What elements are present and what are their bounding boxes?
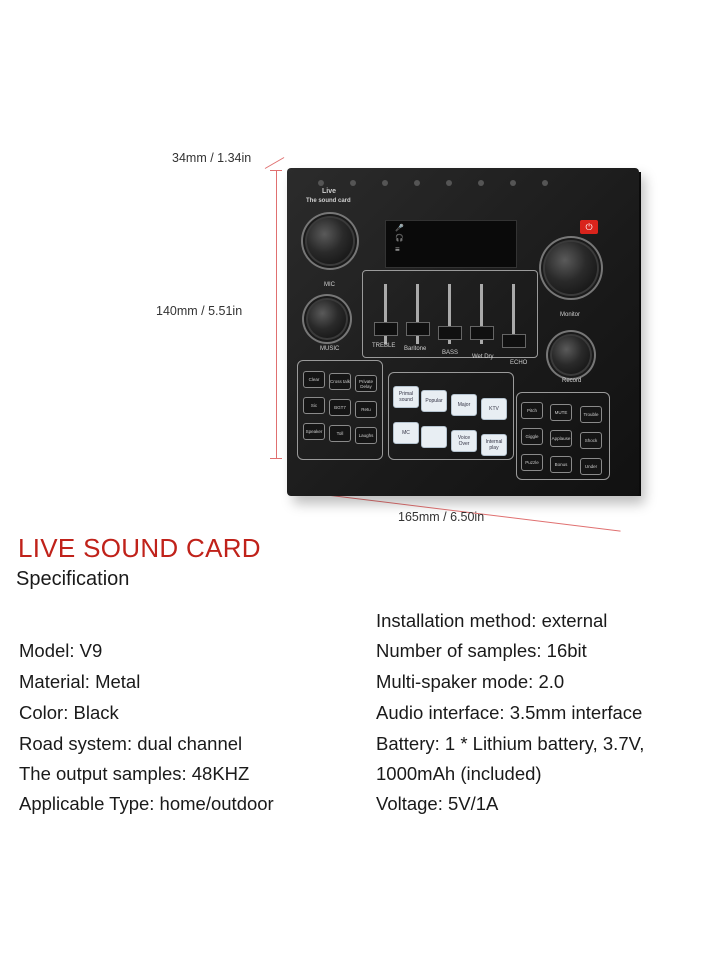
effect-key[interactable]: Cross talk [329, 373, 351, 390]
sound-key[interactable]: MUTE [550, 404, 572, 421]
brand-line2: The sound card [306, 198, 351, 204]
mode-key[interactable]: MC [393, 422, 419, 444]
sound-key[interactable]: Pitch [521, 402, 543, 419]
spec-right-item: Audio interface: 3.5mm interface [376, 702, 643, 723]
sound-key[interactable]: Giggle [521, 428, 543, 445]
left-key-panel [297, 360, 383, 460]
sound-key[interactable]: Trouble [580, 406, 602, 423]
mode-key[interactable]: Popular [421, 390, 447, 412]
slider-track [416, 284, 419, 344]
effect-key[interactable]: Private Delay [355, 375, 377, 392]
slider-label: BASS [442, 350, 459, 356]
music-knob[interactable] [308, 300, 346, 338]
height-tick-top [270, 170, 282, 171]
bass-slider[interactable] [438, 326, 462, 340]
effect-key[interactable]: Laughs [355, 427, 377, 444]
effect-key[interactable]: Retu [355, 401, 377, 418]
spec-right-item: Number of samples: 16bit [376, 640, 587, 661]
port [414, 180, 420, 186]
port [350, 180, 356, 186]
slider-label: TREBLE [372, 343, 396, 349]
music-label: MUSIC [320, 346, 340, 352]
center-key-panel [388, 372, 514, 460]
record-label: Record [562, 378, 582, 384]
right-key-panel [516, 392, 610, 480]
display-screen [385, 220, 517, 268]
spec-left-item: Material: Metal [19, 671, 141, 692]
spec-right-item: Multi-spaker mode: 2.0 [376, 671, 565, 692]
menu-icon: ≡ [395, 245, 400, 254]
height-line [276, 170, 277, 458]
mode-key[interactable]: Voice Over [451, 430, 477, 452]
spec-right-item: Installation method: external [376, 610, 608, 631]
port [510, 180, 516, 186]
slider-label: Wet Dry [472, 354, 494, 360]
mic-knob[interactable] [307, 218, 353, 264]
mode-key[interactable]: KTV [481, 398, 507, 420]
effect-key[interactable]: Toll [329, 425, 351, 442]
headphone-icon: 🎧 [395, 235, 404, 242]
sound-key[interactable]: Under [580, 458, 602, 475]
depth-line [264, 157, 285, 169]
slider-label: Baritone [404, 346, 427, 352]
port [446, 180, 452, 186]
sound-key[interactable]: Applause [550, 430, 572, 447]
specification-heading: Specification [16, 568, 130, 590]
treble-slider[interactable] [374, 322, 398, 336]
effect-key[interactable]: BGT7 [329, 399, 351, 416]
mode-key[interactable]: Primal sound [393, 386, 419, 408]
sound-key[interactable]: Bonus [550, 456, 572, 473]
mode-key[interactable]: Internal play [481, 434, 507, 456]
product-title: LIVE SOUND CARD [18, 533, 261, 563]
sound-key[interactable]: Puzzle [521, 454, 543, 471]
slider-track [512, 284, 515, 344]
port [542, 180, 548, 186]
power-icon[interactable]: ⏻ [580, 220, 598, 234]
spec-right-item: 1000mAh (included) [376, 763, 542, 784]
spec-left-item: Color: Black [19, 702, 119, 723]
slider-track [384, 284, 387, 344]
height-label: 140mm / 5.51in [156, 304, 243, 318]
record-knob[interactable] [552, 336, 590, 374]
port [478, 180, 484, 186]
slider-track [448, 284, 451, 344]
spec-left-item: Applicable Type: home/outdoor [19, 793, 274, 814]
slider-panel [362, 270, 538, 358]
mode-key[interactable] [421, 426, 447, 448]
effect-key[interactable]: Sic [303, 397, 325, 414]
depth-label: 34mm / 1.34in [172, 151, 252, 165]
spec-left-item: The output samples: 48KHZ [19, 763, 250, 784]
mode-key[interactable]: Major [451, 394, 477, 416]
monitor-label: Monitor [560, 312, 581, 318]
port [382, 180, 388, 186]
spec-left-item: Model: V9 [19, 640, 103, 661]
mic-label: MIC [324, 282, 335, 288]
baritone-slider[interactable] [406, 322, 430, 336]
spec-left-item: Road system: dual channel [19, 733, 243, 754]
sound-key[interactable]: Shock [580, 432, 602, 449]
effect-key[interactable]: Speaker [303, 423, 325, 440]
port [318, 180, 324, 186]
brand-line1: Live [322, 188, 337, 195]
mic-icon: 🎤 [395, 225, 404, 232]
spec-right-item: Voltage: 5V/1A [376, 793, 499, 814]
echo-slider[interactable] [502, 334, 526, 348]
monitor-knob[interactable] [545, 242, 597, 294]
height-tick-bottom [270, 458, 282, 459]
slider-label: ECHO [510, 360, 528, 366]
effect-key[interactable]: Clear [303, 371, 325, 388]
spec-right-item: Battery: 1 * Lithium battery, 3.7V, [376, 733, 645, 754]
wet-dry-slider[interactable] [470, 326, 494, 340]
slider-track [480, 284, 483, 344]
width-label: 165mm / 6.50in [398, 510, 485, 524]
